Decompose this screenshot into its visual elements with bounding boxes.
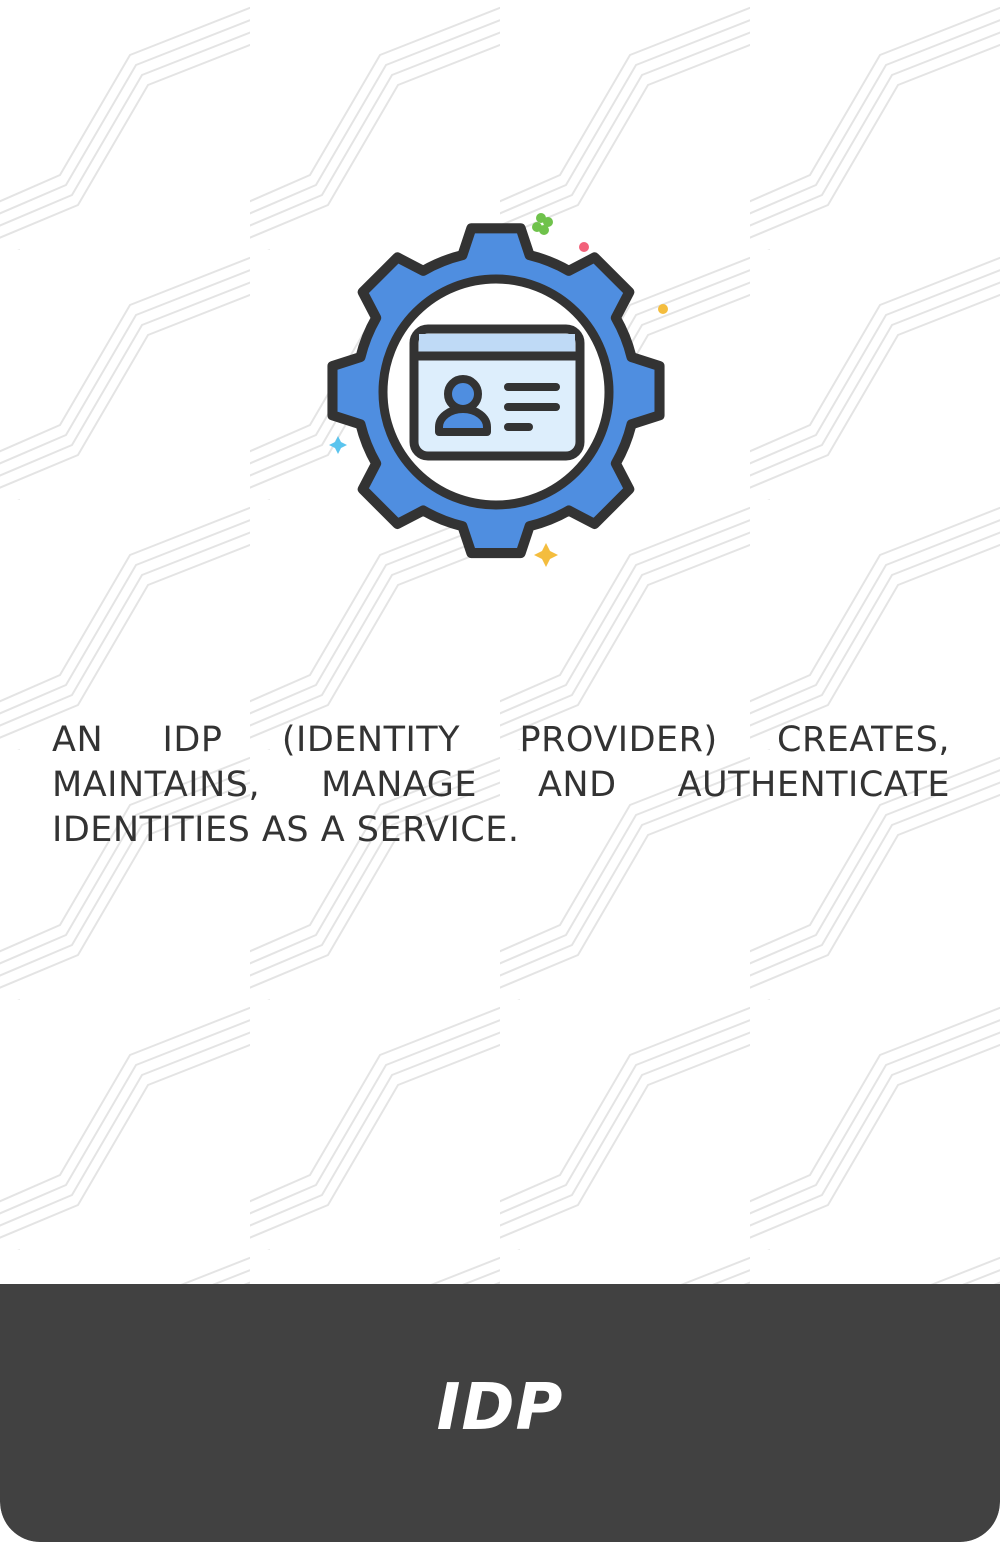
identity-gear-icon xyxy=(327,213,668,567)
yellow-star-sparkle-icon xyxy=(534,543,558,567)
chevron-pattern-background xyxy=(0,0,1000,1284)
card-title: IDP xyxy=(436,1371,564,1445)
id-card-icon xyxy=(409,324,585,461)
yellow-dot-icon xyxy=(658,304,668,314)
blue-star-sparkle-icon xyxy=(329,436,347,454)
green-cross-sparkle-icon xyxy=(532,213,553,235)
pink-dot-icon xyxy=(579,242,589,252)
card-footer: IDP xyxy=(0,1284,1000,1542)
card-description: AN IDP (IDENTITY PROVIDER) CREATES, MAIN… xyxy=(52,720,950,850)
